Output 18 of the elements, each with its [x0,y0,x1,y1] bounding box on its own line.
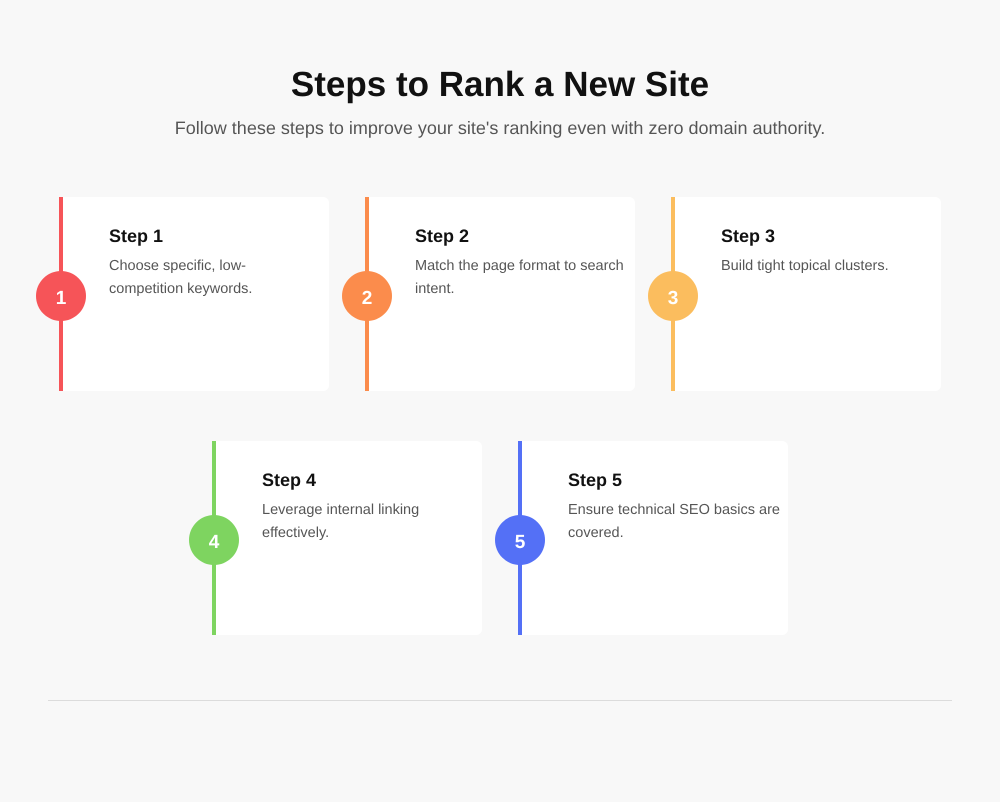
subtitle: Follow these steps to improve your site's ranking even with zero domain authority. [174,117,826,140]
step-heading: Step 5 [568,469,622,492]
step-description: Match the page format to search intent. [415,257,625,299]
step-description: Choose specific, low-competition keywords. [109,257,254,299]
step-description: Ensure technical SEO basics are covered. [568,501,781,543]
step-number-circle: 5 [495,515,545,565]
step-heading: Step 1 [109,225,164,248]
step-heading: Step 3 [721,225,776,248]
step-description: Leverage internal linking effectively. [262,501,420,543]
step-number-circle: 3 [648,271,698,321]
title: Steps to Rank a New Site [290,64,710,106]
step-heading: Step 2 [415,225,470,248]
step-number-circle: 1 [36,271,86,321]
step-description: Build tight topical clusters. [721,257,889,276]
step-number-circle: 2 [342,271,392,321]
step-heading: Step 4 [262,469,316,492]
step-number-circle: 4 [189,515,239,565]
step-card [59,197,329,391]
